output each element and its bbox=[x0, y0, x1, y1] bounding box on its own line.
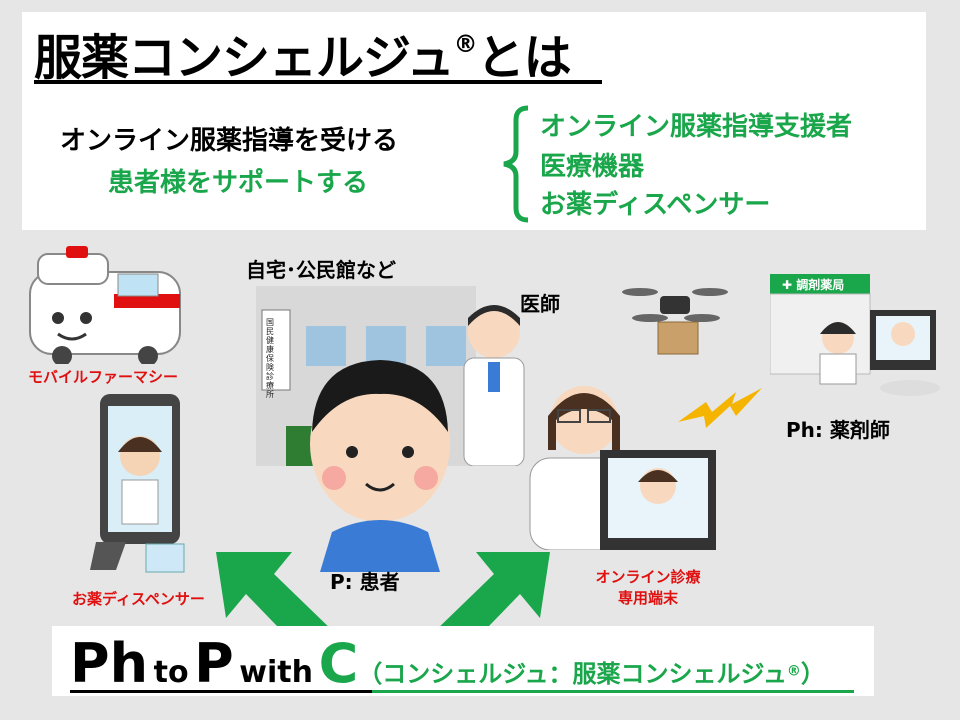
dispenser-label: お薬ディスペンサー bbox=[72, 590, 205, 608]
support-item-3: お薬ディスペンサー bbox=[540, 190, 771, 220]
formula-line: Ph to P with C（コンシェルジュ：服薬コンシェルジュ®） bbox=[70, 632, 825, 695]
curly-brace-icon bbox=[503, 105, 529, 223]
pharmacy-illustration bbox=[770, 274, 940, 396]
pharmacist-label: Ph: 薬剤師 bbox=[786, 418, 890, 442]
formula-panel bbox=[52, 626, 874, 696]
drone-illustration bbox=[622, 288, 728, 355]
mobile-pharmacy-van-illustration bbox=[29, 246, 181, 364]
terminal-label-line2: 専用端末 bbox=[617, 589, 678, 607]
patient-label: P: 患者 bbox=[330, 570, 400, 594]
lightning-icon bbox=[678, 388, 762, 428]
concierge-illustration bbox=[529, 386, 716, 550]
pharmacy-sign-text: 調剤薬局 bbox=[796, 278, 845, 292]
formula-note: （コンシェルジュ：服薬コンシェルジュ bbox=[358, 660, 787, 688]
formula-c: C bbox=[318, 632, 359, 695]
formula-note-end: ） bbox=[800, 660, 825, 688]
medicine-dispenser-illustration bbox=[90, 394, 185, 573]
formula-ph: Ph bbox=[70, 632, 149, 695]
pharmacy-sign: ✚ 調剤薬局 bbox=[782, 278, 845, 292]
header-panel bbox=[22, 12, 926, 230]
mobile-pharmacy-label: モバイルファーマシー bbox=[28, 368, 179, 386]
clinic-sign: 国民健康保険診療所 bbox=[266, 318, 274, 399]
title-underline bbox=[34, 80, 602, 84]
lead-line-1: オンライン服薬指導を受ける bbox=[60, 126, 399, 156]
title-tail: とは bbox=[476, 30, 572, 86]
title-text: 服薬コンシェルジュ bbox=[34, 30, 455, 86]
home-label: 自宅･公民館など bbox=[246, 258, 396, 282]
formula-with: with bbox=[239, 655, 313, 690]
terminal-label: オンライン診療専用端末 bbox=[588, 566, 708, 608]
patient-illustration bbox=[310, 360, 450, 572]
lead-line-2: 患者様をサポートする bbox=[108, 168, 369, 198]
formula-to: to bbox=[153, 655, 189, 690]
formula-underline-green bbox=[372, 690, 854, 693]
terminal-label-line1: オンライン診療 bbox=[595, 568, 701, 586]
formula-p: P bbox=[194, 632, 234, 695]
page-title: 服薬コンシェルジュ®とは bbox=[34, 18, 572, 88]
formula-underline-black bbox=[70, 690, 372, 693]
doctor-label: 医師 bbox=[520, 292, 560, 316]
formula-note-reg: ® bbox=[786, 663, 801, 680]
registered-mark: ® bbox=[453, 30, 478, 58]
support-item-1: オンライン服薬指導支援者 bbox=[540, 112, 853, 142]
support-item-2: 医療機器 bbox=[540, 152, 645, 182]
doctor-illustration bbox=[463, 305, 525, 466]
